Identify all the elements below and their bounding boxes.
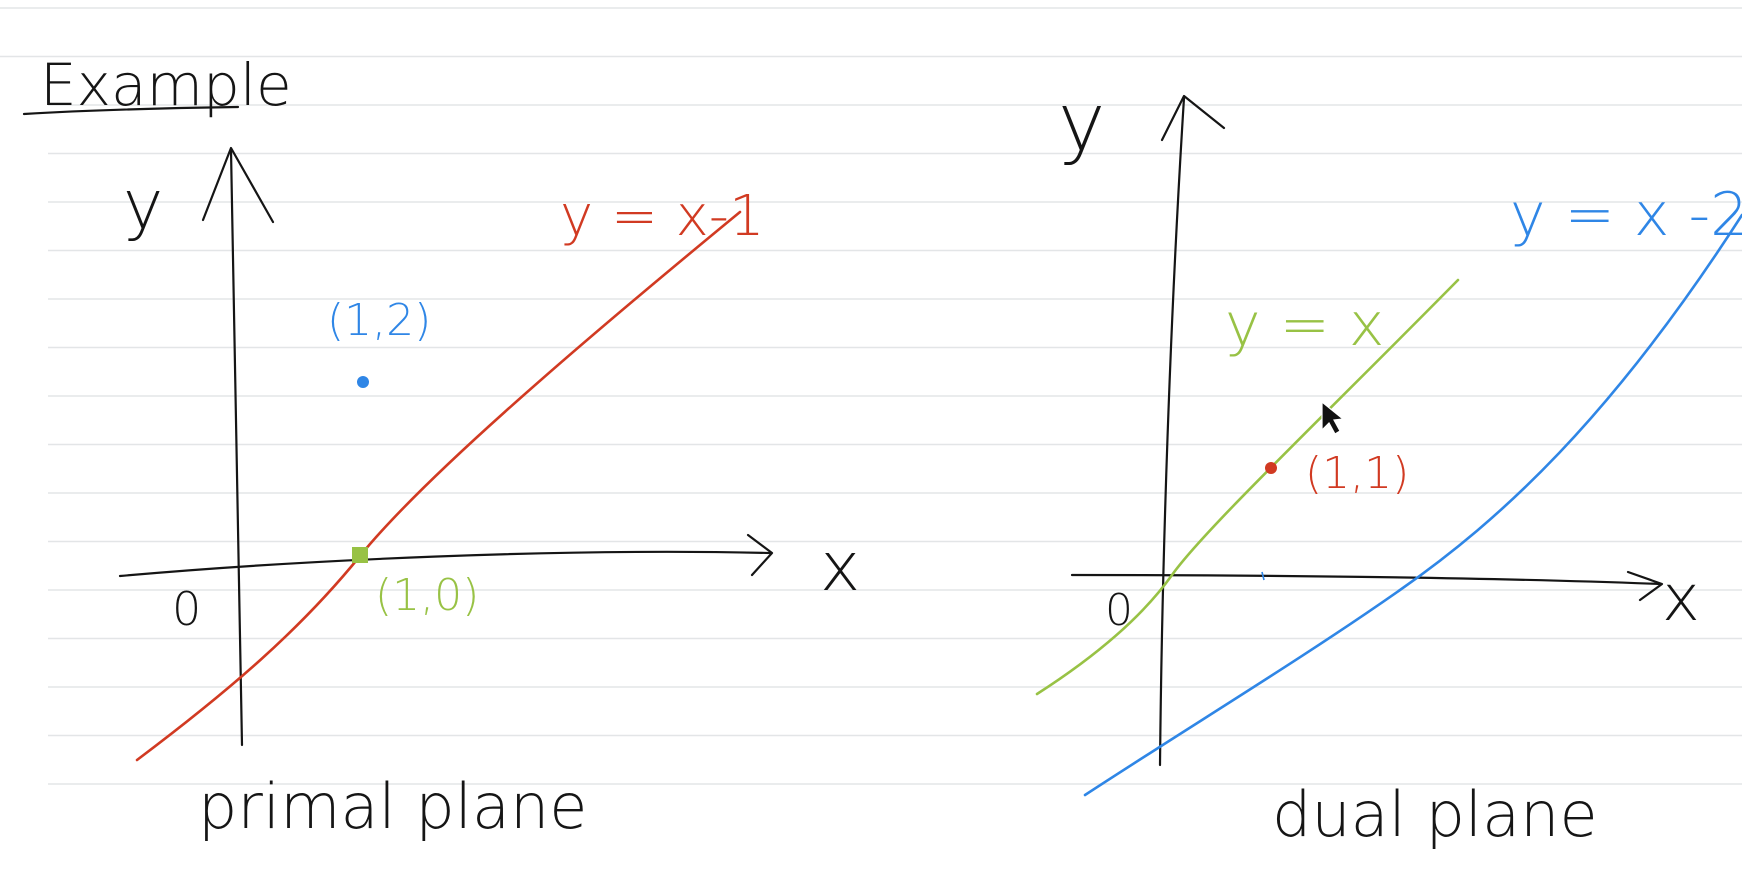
dual-origin-label: 0 bbox=[1105, 585, 1133, 636]
dual-line-y-eq-x bbox=[1035, 278, 1460, 696]
dual-y-arrowhead bbox=[1160, 94, 1226, 142]
dual-x-label: x bbox=[1662, 562, 1700, 636]
dual-line-y-eq-x-minus-2 bbox=[1083, 213, 1742, 797]
primal-origin-label: 0 bbox=[172, 582, 201, 636]
primal-x-axis bbox=[118, 550, 772, 578]
primal-x-arrowhead bbox=[746, 533, 774, 577]
primal-line-y-eq-x-minus-1 bbox=[135, 210, 742, 762]
dual-caption: dual plane bbox=[1272, 778, 1598, 851]
dual-x-axis bbox=[1070, 573, 1662, 586]
dual-blue-line-label: y = x -2 bbox=[1510, 180, 1742, 250]
heading-underline bbox=[22, 105, 240, 116]
cursor-icon bbox=[1321, 400, 1345, 435]
dual-green-line-label: y = x bbox=[1225, 290, 1384, 360]
ruled-lines bbox=[0, 7, 1742, 785]
dual-x-arrowhead bbox=[1626, 570, 1664, 602]
dual-point-1-1 bbox=[1265, 462, 1277, 474]
primal-plane: y x 0 y = x-1 (1,2) (1,0) primal plane bbox=[118, 146, 860, 843]
primal-intercept-label: (1,0) bbox=[375, 570, 479, 621]
dual-y-label: y bbox=[1058, 76, 1105, 169]
dual-y-axis bbox=[1158, 96, 1186, 767]
dual-x-tick bbox=[1261, 571, 1265, 581]
primal-point-1-2 bbox=[357, 376, 369, 388]
primal-line-label: y = x-1 bbox=[560, 184, 765, 249]
primal-y-label: y bbox=[123, 166, 163, 245]
dual-plane: y x 0 y = x y = x -2 (1,1) dual plane bbox=[1035, 76, 1742, 851]
primal-intercept-point bbox=[352, 547, 368, 563]
primal-x-label: x bbox=[820, 528, 860, 607]
primal-caption: primal plane bbox=[198, 770, 587, 843]
dual-point-label: (1,1) bbox=[1305, 448, 1409, 499]
primal-y-arrowhead bbox=[201, 146, 275, 224]
primal-point-label: (1,2) bbox=[327, 295, 431, 346]
primal-y-axis bbox=[229, 148, 244, 747]
